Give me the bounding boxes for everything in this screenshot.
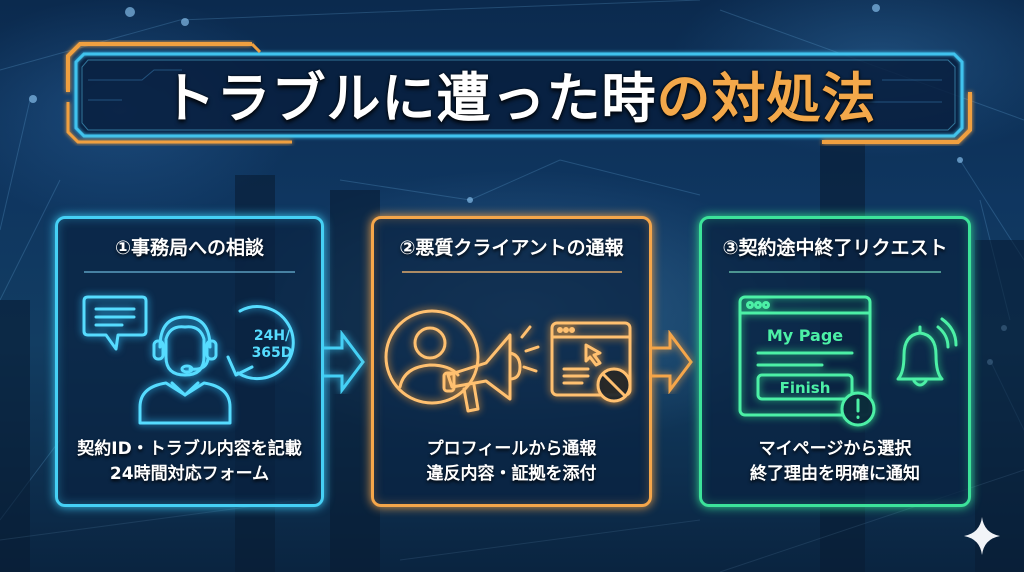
card-title: ②悪質クライアントの通報 <box>399 237 624 259</box>
title-frame <box>66 42 972 144</box>
svg-text:24H/: 24H/ <box>254 328 291 344</box>
svg-text:Finish: Finish <box>780 379 831 397</box>
megaphone-icon <box>442 325 540 413</box>
page-title: トラブルに遭った時の対処法 <box>62 40 976 146</box>
card-icons: My Page Finish <box>738 295 958 427</box>
card-description: 契約ID・トラブル内容を記載 24時間対応フォーム <box>58 437 321 487</box>
card-description: プロフィールから通報 違反内容・証拠を添付 <box>374 437 649 487</box>
title-main: トラブルに遭った時 <box>161 66 657 130</box>
desc-line: 終了理由を明確に通知 <box>750 464 920 484</box>
browser-mypage-icon <box>738 295 872 417</box>
chat-bubble-icon <box>82 295 148 351</box>
title-accent: の対処法 <box>656 66 877 130</box>
desc-line: 違反内容・証拠を添付 <box>426 464 597 484</box>
bell-notification-icon <box>896 317 958 387</box>
card-description: マイページから選択 終了理由を明確に通知 <box>702 437 968 487</box>
desc-line: 24時間対応フォーム <box>109 464 270 484</box>
card-title: ①事務局への相談 <box>114 237 265 259</box>
card-icons: 24H/ 365D <box>82 295 295 425</box>
support-agent-headset-icon <box>138 315 232 425</box>
arrow-right-icon <box>649 330 693 394</box>
card-report-client: ②悪質クライアントの通報 <box>371 216 652 507</box>
sparkle-icon <box>964 517 1000 555</box>
desc-line: マイページから選択 <box>758 439 912 459</box>
divider <box>401 271 622 273</box>
user-profile-icon <box>384 309 480 405</box>
divider <box>728 271 942 273</box>
card-consult-office: ①事務局への相談 <box>55 216 324 507</box>
svg-text:My Page: My Page <box>767 326 843 345</box>
arrow-right-icon <box>321 330 365 394</box>
browser-blocked-icon <box>550 321 632 403</box>
warning-icon <box>840 391 876 427</box>
title-banner: トラブルに遭った時の対処法 <box>62 40 976 146</box>
card-icons <box>384 309 632 413</box>
desc-line: プロフィールから通報 <box>426 439 597 459</box>
svg-text:365D: 365D <box>252 345 293 361</box>
divider <box>84 271 295 273</box>
card-title: ③契約途中終了リクエスト <box>722 237 948 259</box>
24h-365d-cycle-icon <box>226 305 295 381</box>
desc-line: 契約ID・トラブル内容を記載 <box>77 439 302 459</box>
card-early-termination: ③契約途中終了リクエスト <box>699 216 971 507</box>
